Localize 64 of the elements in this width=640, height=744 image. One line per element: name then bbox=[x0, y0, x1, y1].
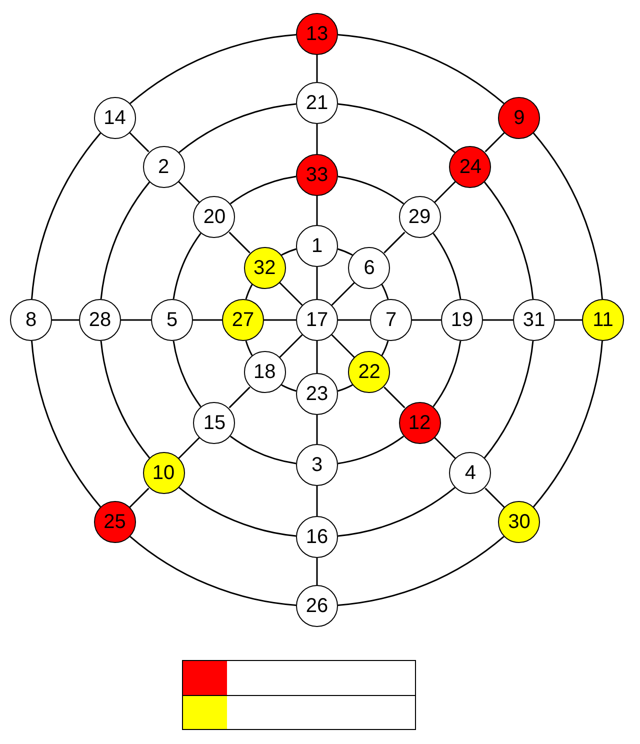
connector-line bbox=[281, 248, 296, 256]
connector-line bbox=[338, 34, 504, 104]
connector-line bbox=[316, 486, 318, 516]
connector-line bbox=[338, 536, 504, 606]
connector-line bbox=[31, 340, 102, 508]
connector-line bbox=[338, 486, 456, 537]
connector-line bbox=[484, 132, 505, 152]
connector-line bbox=[172, 340, 202, 408]
connector-line bbox=[484, 340, 534, 458]
connector-line bbox=[178, 103, 296, 154]
connector-line bbox=[245, 340, 253, 356]
connector-line bbox=[316, 341, 318, 373]
connector-line bbox=[228, 386, 250, 408]
connector-line bbox=[228, 232, 250, 254]
connector-line bbox=[412, 319, 441, 321]
connector-line bbox=[264, 319, 296, 321]
connector-line bbox=[130, 34, 296, 104]
connector-line bbox=[434, 436, 456, 460]
connector-line bbox=[316, 55, 318, 82]
connector-line bbox=[100, 340, 150, 458]
connector-line bbox=[434, 180, 456, 204]
connector-line bbox=[432, 340, 462, 408]
connector-line bbox=[338, 248, 353, 256]
connector-line bbox=[483, 319, 513, 321]
connector-line bbox=[178, 180, 200, 204]
connector-line bbox=[384, 386, 406, 408]
connector-line bbox=[52, 319, 79, 321]
connector-line bbox=[316, 124, 318, 154]
connector-line bbox=[484, 182, 534, 300]
connector-line bbox=[432, 232, 462, 300]
connector-line bbox=[381, 284, 389, 300]
connector-line bbox=[316, 558, 318, 585]
connector-line bbox=[31, 132, 102, 300]
connector-line bbox=[555, 319, 582, 321]
connector-line bbox=[316, 415, 318, 444]
connector-line bbox=[121, 319, 151, 321]
connector-line bbox=[484, 488, 505, 508]
connector-line bbox=[316, 267, 318, 299]
connector-line bbox=[130, 536, 296, 606]
connector-line bbox=[129, 488, 150, 508]
connector-line bbox=[338, 176, 404, 204]
connector-line bbox=[100, 182, 150, 300]
connector-line bbox=[129, 132, 150, 152]
connector-line bbox=[193, 319, 222, 321]
connector-line bbox=[338, 319, 370, 321]
connector-line bbox=[230, 176, 296, 204]
connector-line bbox=[338, 384, 353, 392]
connector-line bbox=[178, 486, 296, 537]
connector-line bbox=[384, 232, 406, 254]
connector-line bbox=[230, 436, 296, 464]
connector-line bbox=[279, 334, 303, 358]
connector-line bbox=[381, 340, 389, 356]
connector-line bbox=[172, 232, 202, 300]
connector-line bbox=[338, 103, 456, 154]
connector-line bbox=[178, 436, 200, 460]
connector-line bbox=[331, 334, 355, 358]
connector-line bbox=[532, 340, 603, 508]
connector-line bbox=[281, 384, 296, 392]
connector-line bbox=[532, 132, 603, 300]
connector-line bbox=[338, 436, 404, 464]
connector-line bbox=[331, 282, 355, 306]
connector-line bbox=[316, 196, 318, 225]
connector-line bbox=[245, 284, 253, 300]
connector-line bbox=[279, 282, 303, 306]
